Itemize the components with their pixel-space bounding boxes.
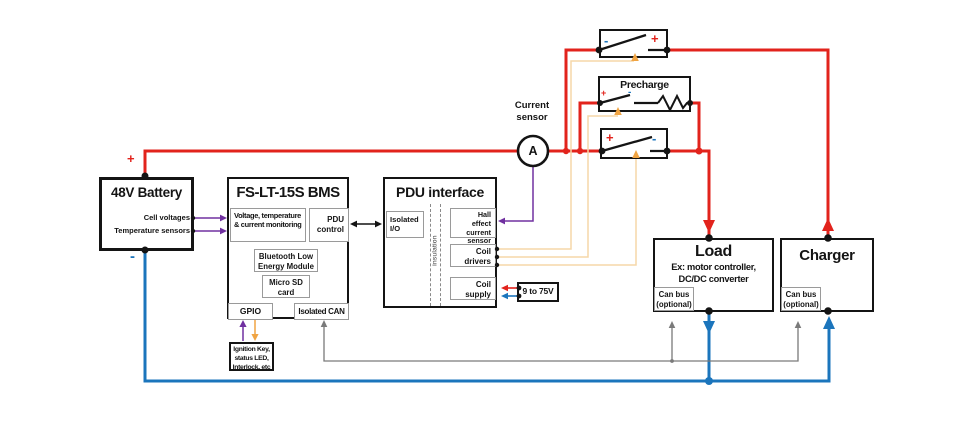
main-contactor-minus-sign: - — [652, 131, 657, 146]
main-contactor-plus-sign: + — [606, 130, 614, 145]
isolated-can-arrowhead — [320, 320, 328, 327]
pdu-link-left-arrowhead — [350, 220, 357, 228]
load-box: Load Ex: motor controller, DC/DC convert… — [653, 238, 774, 312]
coil-supply-source-box: 9 to 75V — [517, 282, 559, 302]
precharge-box: Precharge — [598, 76, 691, 112]
battery-plus-sign: + — [127, 151, 135, 166]
pdu-isolated-io-box: Isolated I/O — [386, 211, 424, 238]
hall-sensor-arrowhead — [498, 217, 505, 225]
can-bus-wires — [323, 325, 799, 362]
precharge-output-wire — [690, 101, 701, 151]
can-bus-wire — [323, 325, 799, 362]
precharge-title: Precharge — [620, 79, 669, 91]
ignition-output-arrowhead — [251, 334, 259, 341]
pdu-coil-drivers-box: Coil drivers — [450, 244, 496, 267]
coil-supply-negative-arrowhead — [501, 292, 508, 300]
pdu-coil-supply-box: Coil supply — [450, 277, 496, 300]
bms-pdu-control-box: PDU control — [309, 208, 349, 242]
insulation-dashed-line-right — [440, 204, 441, 306]
load-positive-flow-arrowhead — [703, 220, 715, 233]
charger-can-bus-box: Can bus (optional) — [781, 287, 821, 311]
bus-junction-dot-1 — [562, 147, 570, 155]
gpio-input-arrowhead — [239, 320, 247, 327]
bms-isolated-can-box: Isolated CAN — [294, 303, 349, 320]
charger-negative-flow-arrowhead — [823, 316, 835, 329]
coil-supply-source-label: 9 to 75V — [522, 286, 554, 296]
load-can-arrowhead — [668, 321, 676, 328]
positive-load-wire — [667, 149, 711, 237]
bms-title: FS-LT-15S BMS — [236, 184, 340, 201]
insulation-dashed-line-left — [430, 204, 431, 306]
coil-drive-main-contactor-wire — [497, 158, 637, 266]
current-sensor-signal-wire — [500, 166, 534, 222]
bus-junction-dot-2 — [576, 147, 584, 155]
ignition-peripherals-box: Ignition Key, status LED, Interlock, etc — [229, 342, 274, 371]
battery-title: 48V Battery — [111, 185, 182, 200]
cell-voltages-label: Cell voltages — [143, 213, 190, 222]
load-subtitle: Ex: motor controller, DC/DC converter — [671, 262, 756, 284]
bms-micro-sd-box: Micro SD card — [262, 275, 310, 298]
load-negative-flow-arrowhead — [703, 321, 715, 334]
pdu-hall-sensor-box: Hall effect current sensor — [450, 208, 496, 245]
negative-bus-junction-dot — [705, 377, 713, 385]
load-can-bus-box: Can bus (optional) — [654, 287, 694, 311]
pdu-link-right-arrowhead — [375, 220, 382, 228]
top-contactor-minus-sign: - — [604, 33, 609, 48]
bms-gpio-box: GPIO — [228, 303, 273, 320]
charger-title: Charger — [799, 247, 855, 264]
insulation-label: insulation — [431, 235, 439, 266]
bms-monitoring-box: Voltage, temperature & current monitorin… — [230, 208, 306, 242]
positive-charger-wire — [667, 48, 830, 237]
load-title: Load — [694, 243, 733, 260]
positive-top-contactor-branch-wire — [564, 48, 600, 151]
temperature-sensors-label: Temperature sensors — [114, 226, 190, 235]
top-contactor-plus-sign: + — [651, 31, 659, 46]
charger-can-arrowhead — [794, 321, 802, 328]
charger-positive-flow-arrowhead — [822, 218, 834, 231]
precharge-plus-sign: + — [601, 88, 607, 98]
ammeter-symbol: A — [528, 144, 538, 158]
current-sensor-label: Current sensor — [514, 100, 550, 124]
precharge-minus-sign: - — [628, 87, 632, 98]
battery-minus-sign: - — [130, 248, 135, 265]
temperature-sensors-arrowhead — [220, 227, 227, 235]
load-branch-junction-dot — [695, 147, 703, 155]
pdu-interface-title: PDU interface — [396, 184, 484, 200]
coil-supply-positive-arrowhead — [501, 284, 508, 292]
can-bus-junction-dot — [670, 359, 674, 363]
bms-bluetooth-box: Bluetooth Low Energy Module — [254, 249, 318, 272]
precharge-input-wire — [578, 101, 600, 151]
cell-voltages-arrowhead — [220, 214, 227, 222]
ignition-peripherals-label: Ignition Key, status LED, Interlock, etc — [232, 346, 271, 371]
